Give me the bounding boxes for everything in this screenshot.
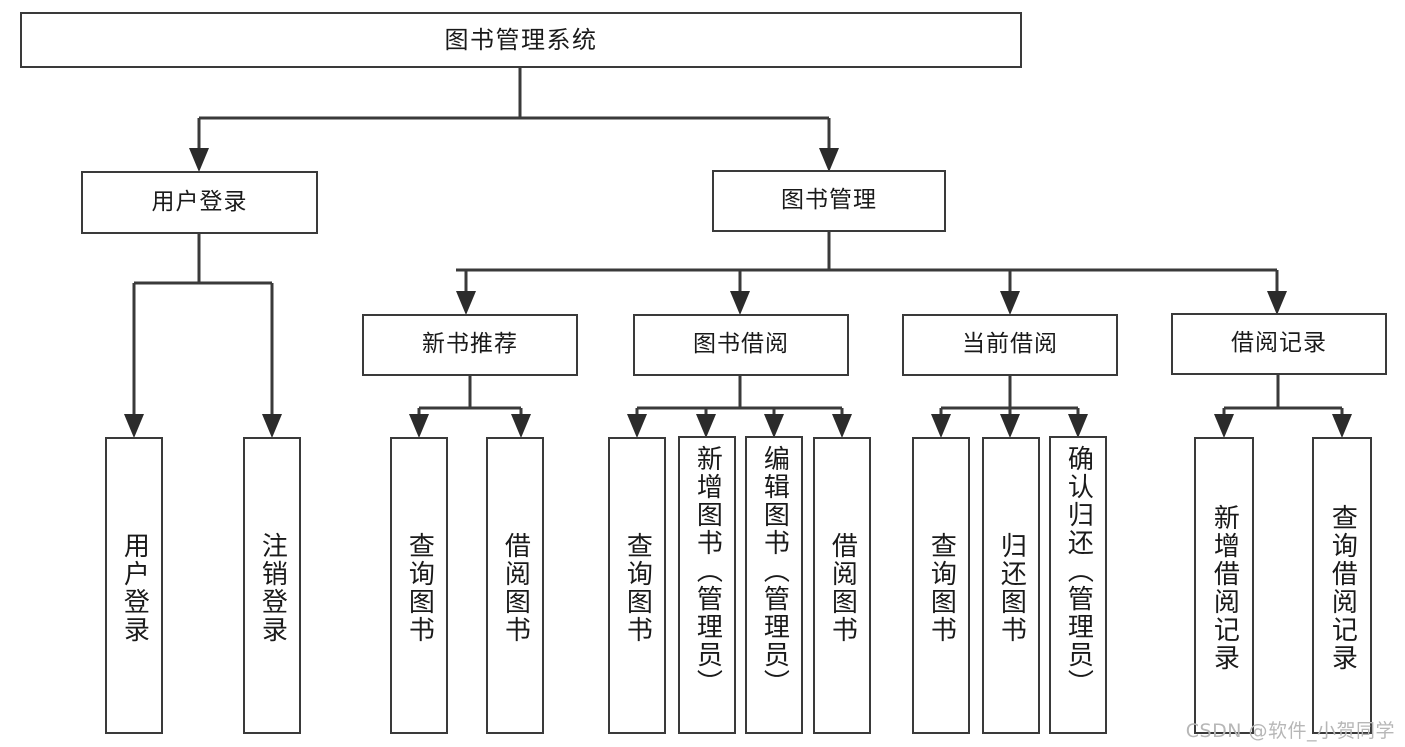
- node-borrow-record[interactable]: 借阅记录: [1171, 313, 1387, 375]
- arrowhead-borrow: [730, 291, 750, 315]
- leaf-label: 编辑图书（管理员）: [759, 445, 790, 697]
- leaf-text-wrap: 注销登录: [245, 443, 299, 732]
- leaf-text-wrap: 新增借阅记录: [1196, 443, 1252, 732]
- leaf-text-wrap: 查询借阅记录: [1314, 443, 1370, 732]
- arrowhead-book-manage: [819, 148, 839, 172]
- node-label: 图书借阅: [693, 331, 789, 358]
- leaf-new-book-borrow[interactable]: 借阅图书: [486, 437, 544, 734]
- node-label: 用户登录: [151, 188, 248, 215]
- arrowhead-record: [1267, 291, 1287, 315]
- node-book-borrow[interactable]: 图书借阅: [633, 314, 849, 376]
- leaf-label: 查询图书: [404, 531, 435, 644]
- leaf-text-wrap: 查询图书: [392, 443, 446, 732]
- node-label: 图书管理: [781, 187, 877, 214]
- arrowhead-leaf-ul-1: [124, 414, 144, 438]
- node-label: 借阅记录: [1231, 330, 1327, 357]
- arrowhead-leaf-ul-2: [262, 414, 282, 438]
- leaf-text-wrap: 新增图书（管理员）: [680, 442, 734, 732]
- node-book-management[interactable]: 图书管理: [712, 170, 946, 232]
- arrowhead-leaf-br-2: [1332, 414, 1352, 438]
- arrowhead-leaf-nb-1: [409, 414, 429, 438]
- arrowhead-leaf-bb-4: [832, 414, 852, 438]
- leaf-text-wrap: 归还图书: [984, 443, 1038, 732]
- leaf-text-wrap: 确认归还（管理员）: [1051, 442, 1105, 732]
- arrowhead-current: [1000, 291, 1020, 315]
- node-label: 图书管理系统: [444, 25, 598, 54]
- leaf-text-wrap: 用户登录: [107, 443, 161, 732]
- leaf-current-return-book[interactable]: 归还图书: [982, 437, 1040, 734]
- leaf-text-wrap: 借阅图书: [488, 443, 542, 732]
- leaf-text-wrap: 查询图书: [610, 443, 664, 732]
- arrowheads: [124, 148, 1352, 438]
- node-new-book-recommend[interactable]: 新书推荐: [362, 314, 578, 376]
- leaf-label: 注销登录: [257, 531, 288, 644]
- leaf-record-add-record[interactable]: 新增借阅记录: [1194, 437, 1254, 734]
- leaf-label: 查询图书: [622, 531, 653, 644]
- arrowhead-leaf-nb-2: [511, 414, 531, 438]
- leaf-label: 借阅图书: [827, 531, 858, 644]
- leaf-current-confirm-return-admin[interactable]: 确认归还（管理员）: [1049, 436, 1107, 734]
- leaf-label: 查询借阅记录: [1327, 503, 1358, 672]
- arrowhead-leaf-bb-2: [696, 414, 716, 438]
- leaf-current-query-book[interactable]: 查询图书: [912, 437, 970, 734]
- arrowhead-user-login: [189, 148, 209, 172]
- arrowhead-leaf-bb-1: [627, 414, 647, 438]
- leaf-text-wrap: 借阅图书: [815, 443, 869, 732]
- leaf-label: 用户登录: [119, 531, 150, 644]
- leaf-label: 查询图书: [926, 531, 957, 644]
- node-root-system[interactable]: 图书管理系统: [20, 12, 1022, 68]
- leaf-label: 新增借阅记录: [1209, 503, 1240, 672]
- csdn-watermark: CSDN @软件_小贺同学: [1185, 720, 1395, 742]
- leaf-user-login-logout[interactable]: 注销登录: [243, 437, 301, 734]
- arrowhead-leaf-cb-1: [931, 414, 951, 438]
- arrowhead-leaf-cb-3: [1068, 414, 1088, 438]
- leaf-text-wrap: 查询图书: [914, 443, 968, 732]
- arrowhead-leaf-br-1: [1214, 414, 1234, 438]
- leaf-text-wrap: 编辑图书（管理员）: [747, 442, 801, 732]
- leaf-borrow-add-book-admin[interactable]: 新增图书（管理员）: [678, 436, 736, 734]
- leaf-record-query-record[interactable]: 查询借阅记录: [1312, 437, 1372, 734]
- node-user-login[interactable]: 用户登录: [81, 171, 318, 234]
- node-label: 新书推荐: [422, 331, 518, 358]
- leaf-borrow-query-book[interactable]: 查询图书: [608, 437, 666, 734]
- node-label: 当前借阅: [962, 331, 1058, 358]
- leaf-label: 确认归还（管理员）: [1063, 445, 1094, 697]
- leaf-borrow-edit-book-admin[interactable]: 编辑图书（管理员）: [745, 436, 803, 734]
- arrowhead-newbook: [456, 291, 476, 315]
- arrowhead-leaf-cb-2: [1000, 414, 1020, 438]
- node-current-borrow[interactable]: 当前借阅: [902, 314, 1118, 376]
- leaf-user-login-login[interactable]: 用户登录: [105, 437, 163, 734]
- leaf-label: 归还图书: [996, 531, 1027, 644]
- leaf-label: 借阅图书: [500, 531, 531, 644]
- leaf-new-book-query[interactable]: 查询图书: [390, 437, 448, 734]
- leaf-label: 新增图书（管理员）: [692, 445, 723, 697]
- arrowhead-leaf-bb-3: [764, 414, 784, 438]
- leaf-borrow-borrow-book[interactable]: 借阅图书: [813, 437, 871, 734]
